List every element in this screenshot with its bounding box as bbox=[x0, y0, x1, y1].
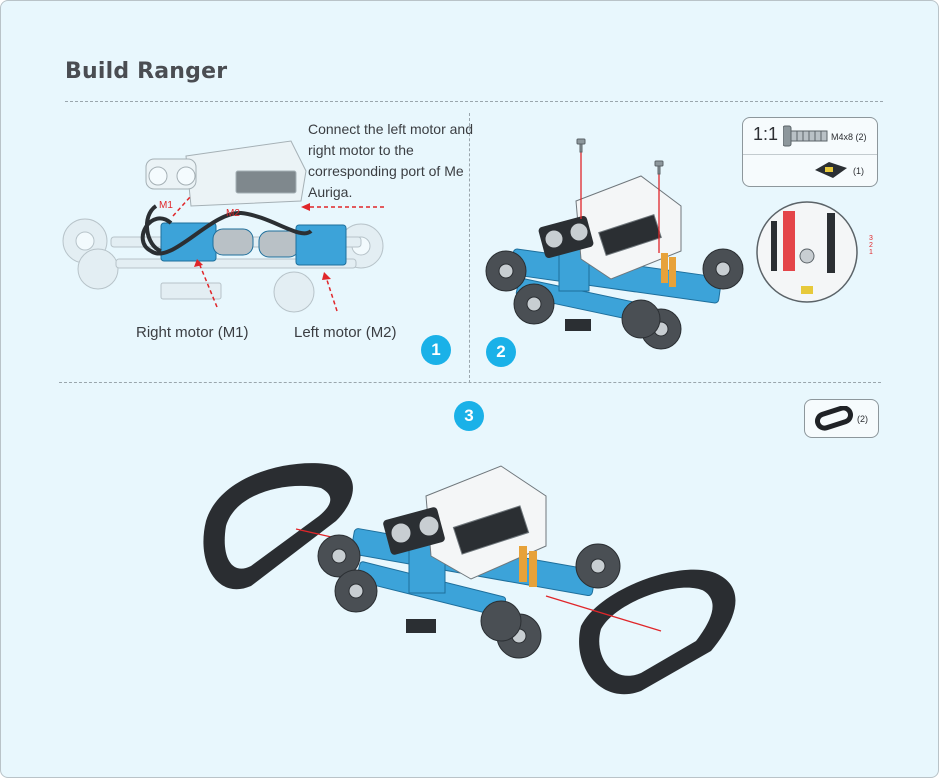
track-left-icon bbox=[203, 463, 353, 590]
port-zoom-detail bbox=[756, 201, 858, 303]
auriga-board bbox=[575, 175, 682, 280]
port-m1-label: M1 bbox=[159, 200, 173, 211]
step2-parts-box: 1:1 M4x8 (2) (1) bbox=[742, 117, 878, 187]
board-qty-label: (1) bbox=[853, 166, 864, 176]
motor-m1 bbox=[160, 222, 254, 262]
middle-divider bbox=[59, 382, 881, 383]
motor-m2 bbox=[258, 224, 347, 266]
wheel-icon bbox=[77, 248, 119, 290]
step-divider-vertical bbox=[469, 113, 470, 383]
right-motor-label: Right motor (M1) bbox=[136, 324, 249, 341]
standoff-icon bbox=[669, 257, 676, 287]
step-3-badge: 3 bbox=[454, 401, 484, 431]
step3-parts-box: (2) bbox=[804, 399, 879, 438]
port-m2-label: M2 bbox=[226, 208, 240, 219]
screw-icon bbox=[783, 125, 828, 147]
wheel-icon bbox=[621, 299, 661, 339]
track-right-icon bbox=[579, 569, 736, 695]
step-2-badge: 2 bbox=[486, 337, 516, 367]
left-motor-label: Left motor (M2) bbox=[294, 324, 397, 341]
page-title: Build Ranger bbox=[65, 59, 228, 84]
standoff-icon bbox=[529, 551, 537, 587]
standoff-icon bbox=[661, 253, 668, 283]
scale-label: 1:1 bbox=[753, 124, 779, 144]
auriga-board bbox=[425, 465, 547, 580]
board-icon bbox=[815, 162, 847, 178]
line-follower-icon bbox=[406, 619, 436, 633]
auriga-board-ghost bbox=[145, 140, 307, 207]
screw-icon bbox=[576, 138, 664, 175]
step1-instruction: Connect the left motor and right motor t… bbox=[308, 121, 473, 200]
port-number-3: 3 bbox=[869, 235, 873, 242]
ultrasonic-sensor-icon bbox=[383, 507, 445, 555]
line-follower-icon bbox=[565, 319, 591, 331]
track-icon bbox=[814, 406, 854, 431]
port-number-1: 1 bbox=[869, 249, 873, 256]
port-number-2: 2 bbox=[869, 242, 873, 249]
wheel-icon bbox=[62, 218, 108, 264]
top-divider bbox=[65, 101, 883, 102]
wheel-icon bbox=[480, 600, 522, 642]
standoff-icon bbox=[519, 546, 527, 582]
track-qty-label: (2) bbox=[857, 414, 868, 424]
step-1-badge: 1 bbox=[421, 335, 451, 365]
ultrasonic-sensor-icon bbox=[538, 215, 594, 259]
wheel-icon bbox=[273, 271, 315, 313]
screw-spec-label: M4x8 (2) bbox=[831, 132, 867, 142]
